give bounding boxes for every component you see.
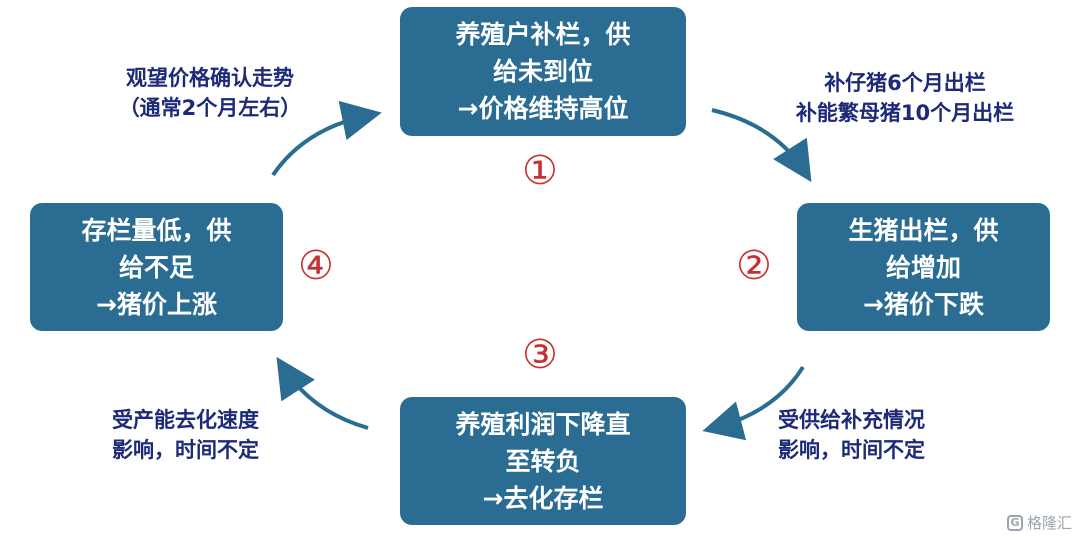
note-top-right: 补仔猪6个月出栏 补能繁母猪10个月出栏 [755, 68, 1055, 128]
stage-text-line: 给未到位 [492, 57, 593, 86]
note-line: 受产能去化速度 [112, 408, 259, 432]
step-number-4: ④ [298, 243, 334, 289]
note-line: （通常2个月左右） [118, 96, 302, 120]
stage-text-line: 至转负 [505, 446, 581, 476]
arrow-bottom-right [702, 365, 805, 441]
stage-text-line: →价格维持高位 [457, 94, 629, 123]
watermark: G 格隆汇 [1006, 513, 1072, 533]
stage-text-line: 给增加 [885, 252, 961, 282]
note-line: 影响，时间不定 [778, 438, 925, 462]
note-line: 影响，时间不定 [112, 438, 259, 462]
note-bottom-right: 受供给补充情况 影响，时间不定 [778, 405, 925, 465]
watermark-text: 格隆汇 [1026, 514, 1072, 532]
watermark-logo-icon: G [1006, 515, 1023, 531]
note-line: 受供给补充情况 [778, 408, 925, 432]
note-top-left: 观望价格确认走势 （通常2个月左右） [70, 63, 350, 123]
stage-text-line: →猪价上涨 [96, 289, 217, 319]
stage-box-destocking: 养殖利润下降直 至转负 →去化存栏 [400, 397, 686, 525]
step-number-2: ② [736, 243, 772, 289]
stage-text-line: →去化存栏 [482, 483, 604, 513]
note-line: 观望价格确认走势 [126, 66, 294, 90]
stage-text-line: 生猪出栏，供 [848, 215, 999, 245]
stage-text-line: 养殖户补栏，供 [455, 20, 631, 49]
note-line: 补能繁母猪10个月出栏 [795, 101, 1015, 125]
stage-text-line: 养殖利润下降直 [455, 409, 631, 439]
stage-text-line: 存栏量低，供 [81, 215, 232, 245]
stage-box-restocking: 养殖户补栏，供 给未到位 →价格维持高位 [400, 7, 686, 136]
stage-text-line: →猪价下跌 [863, 289, 984, 319]
step-number-3: ③ [522, 332, 558, 378]
step-number-1: ① [522, 148, 558, 194]
note-line: 补仔猪6个月出栏 [824, 71, 986, 95]
stage-box-low-inventory: 存栏量低，供 给不足 →猪价上涨 [30, 203, 283, 331]
note-bottom-left: 受产能去化速度 影响，时间不定 [112, 405, 259, 465]
stage-text-line: 给不足 [118, 252, 194, 282]
arrow-top-right [711, 108, 812, 183]
arrow-bottom-left [276, 356, 369, 430]
stage-box-slaughter: 生猪出栏，供 给增加 →猪价下跌 [797, 203, 1050, 331]
arrow-top-left [271, 100, 382, 177]
